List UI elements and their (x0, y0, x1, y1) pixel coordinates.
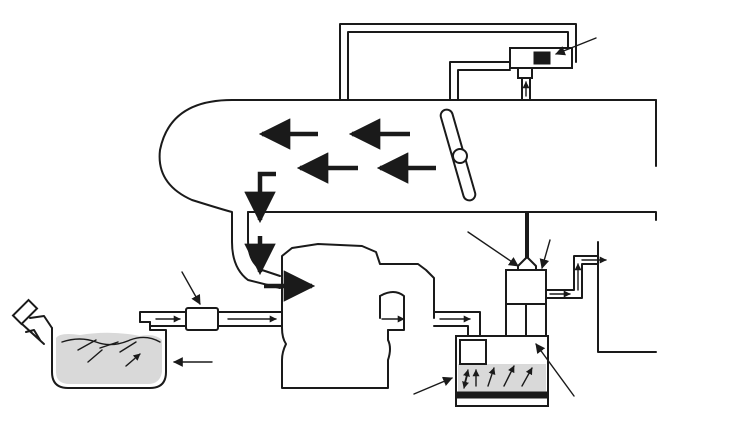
vacuum-valve-pointer-arrow (555, 37, 597, 56)
purge-valve-pointer-arrow (467, 231, 519, 267)
airflow-arrows (244, 118, 436, 302)
canister-purge-valve (505, 257, 547, 337)
purge-outlet-pointer-arrow (539, 239, 551, 269)
fuel-tank (51, 321, 167, 389)
throttle-valve (439, 108, 477, 202)
filter-pointer-arrow (181, 271, 201, 305)
canister-pointer-arrow (413, 376, 453, 395)
vapor-line-engine-canister (433, 311, 481, 337)
vapor-line-filter-engine (217, 311, 283, 327)
engine-block (281, 243, 435, 389)
canister-top-pointer-arrow (535, 343, 575, 397)
inline-fuel-filter (185, 307, 219, 331)
vacuum-line-top (339, 23, 577, 101)
intake-manifold-outline (597, 241, 657, 353)
charcoal-canister (455, 335, 549, 407)
vacuum-valve (509, 47, 573, 101)
fuel-filler-cap (11, 298, 53, 345)
air-intake-duct (158, 99, 657, 289)
purge-line-to-intake (545, 255, 607, 299)
vapor-line-tank (139, 311, 187, 327)
